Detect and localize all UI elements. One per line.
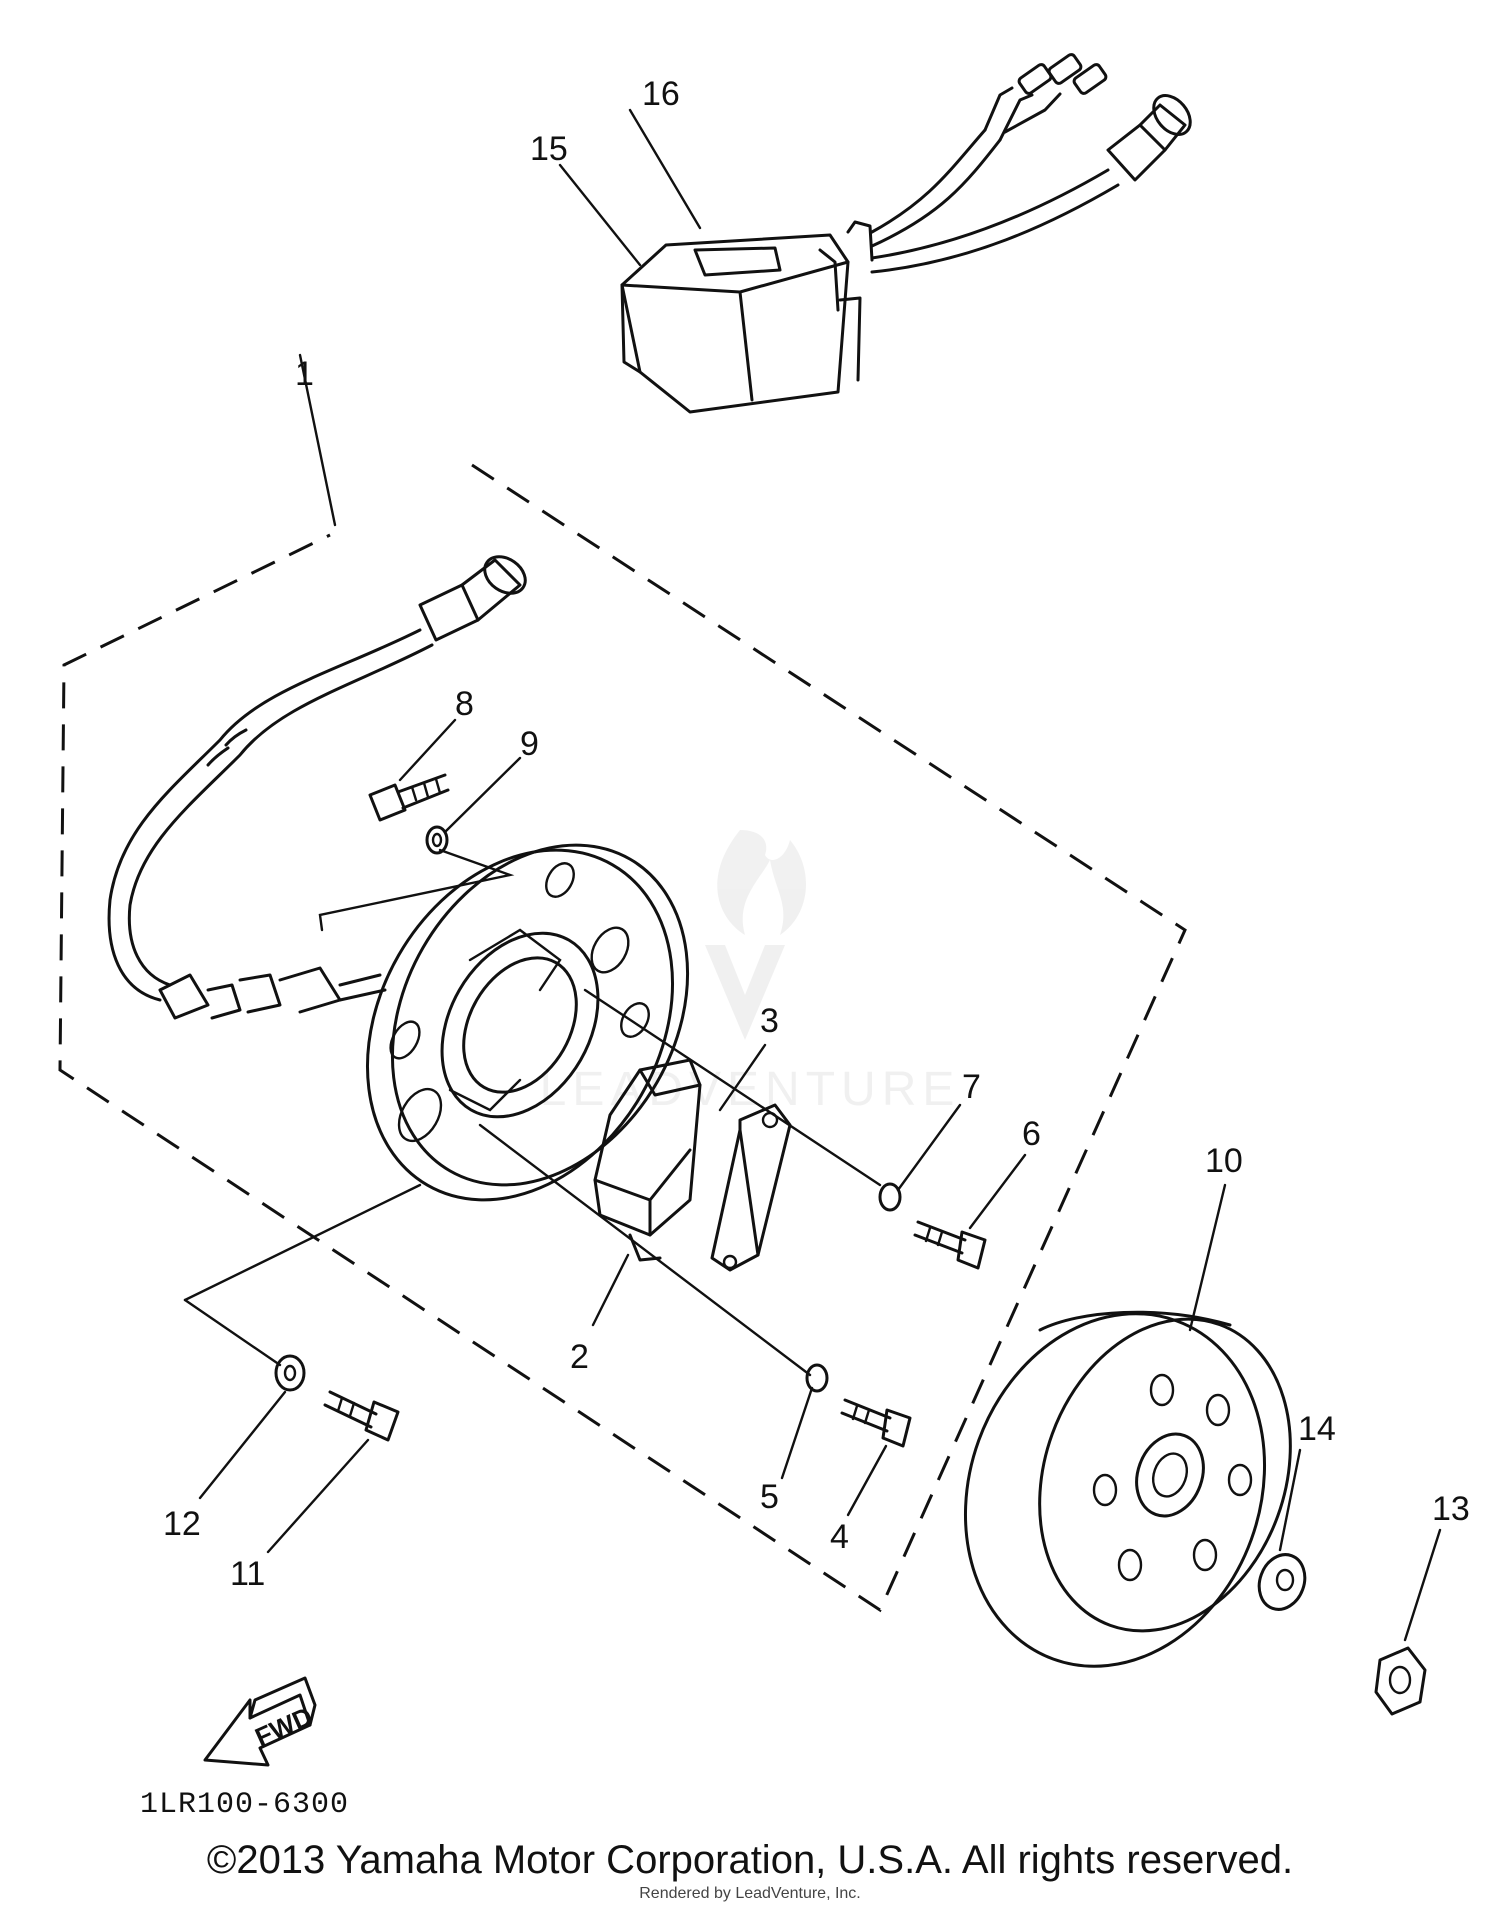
- screw-6: [913, 1220, 987, 1270]
- cdi-unit: [620, 53, 1192, 414]
- screw-4: [840, 1398, 912, 1448]
- callout-2: 2: [570, 1338, 589, 1376]
- washer-7: [878, 1182, 902, 1212]
- alignment-lines: [183, 848, 882, 1377]
- stator-wire-harness: [107, 555, 527, 1020]
- callout-7: 7: [962, 1068, 981, 1106]
- washer-14: [1257, 1553, 1307, 1611]
- assembly-boundary: [58, 463, 1187, 1613]
- copyright-notice: ©2013 Yamaha Motor Corporation, U.S.A. A…: [206, 1838, 1294, 1882]
- callout-labels: 1 2 3 4 5 6 7 8 9 10 11 12 13 14 15 16: [163, 75, 1470, 1593]
- flywheel-rotor: [963, 1310, 1292, 1668]
- callout-4: 4: [830, 1518, 849, 1556]
- callout-15: 15: [530, 130, 568, 168]
- screw-11: [323, 1390, 400, 1442]
- callout-10: 10: [1205, 1142, 1243, 1180]
- pickup-coil: [593, 1058, 702, 1262]
- callout-12: 12: [163, 1505, 201, 1543]
- callout-5: 5: [760, 1478, 779, 1516]
- watermark-text: LEADVENTURE: [540, 1063, 961, 1116]
- callout-9: 9: [520, 725, 539, 763]
- washer-5: [805, 1363, 829, 1393]
- stator-plate: [366, 843, 690, 1202]
- leader-lines: [198, 108, 1442, 1642]
- washer-9: [425, 825, 449, 855]
- forward-arrow-label: FWD: [251, 1701, 317, 1752]
- rendered-by-note: Rendered by LeadVenture, Inc.: [639, 1885, 861, 1902]
- screw-8: [368, 773, 450, 822]
- washer-12: [274, 1354, 306, 1392]
- callout-1: 1: [295, 355, 314, 393]
- part-code: 1LR100-6300: [140, 1788, 349, 1822]
- forward-arrow-icon: FWD: [203, 1676, 317, 1767]
- callout-6: 6: [1022, 1115, 1041, 1153]
- callout-8: 8: [455, 685, 474, 723]
- callout-14: 14: [1298, 1410, 1336, 1448]
- callout-13: 13: [1432, 1490, 1470, 1528]
- callout-3: 3: [760, 1002, 779, 1040]
- nut-13: [1374, 1646, 1427, 1716]
- callout-16: 16: [642, 75, 680, 113]
- callout-11: 11: [230, 1555, 265, 1593]
- source-coil: [710, 1103, 792, 1272]
